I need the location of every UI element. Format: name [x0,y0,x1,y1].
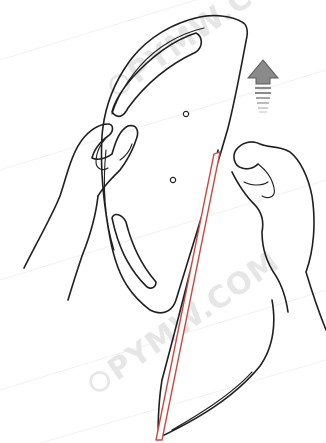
watermark-text: PYMW.COM [121,0,306,91]
screw-hole-icon [183,111,188,116]
right-hand [232,142,326,330]
screw-hole-icon [170,177,175,182]
